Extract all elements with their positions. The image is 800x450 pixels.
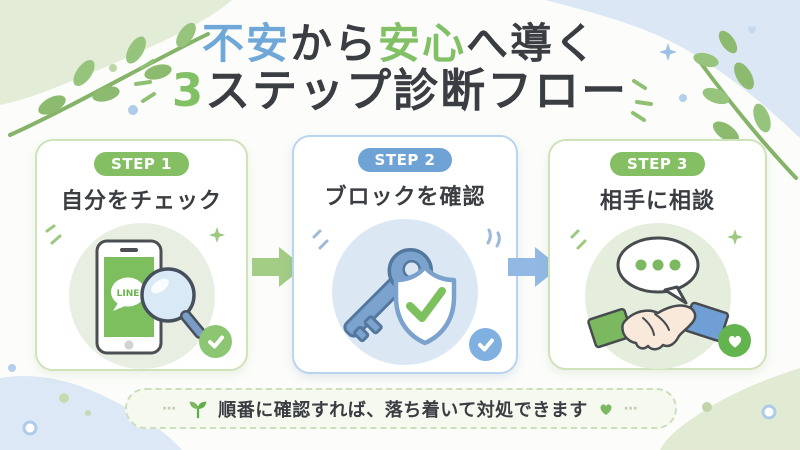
speech-bubble-icon <box>616 236 699 305</box>
smartphone-line-magnifier-icon: LINE <box>95 239 206 355</box>
title-line-2: 3ステップ診断フロー <box>0 64 800 118</box>
step-card-3: STEP 3 相手に相談 <box>548 139 767 370</box>
sprout-icon <box>190 401 207 418</box>
step3-badge: STEP 3 <box>610 152 705 176</box>
step1-badge: STEP 1 <box>94 152 189 176</box>
step2-title: ブロックを確認 <box>324 185 486 210</box>
title-word-anshin: 安心 <box>378 19 467 68</box>
title-word-fuan: 不安 <box>201 19 290 68</box>
title-number-3: 3 <box>171 64 206 118</box>
check-badge-icon <box>469 328 502 361</box>
step2-illustration-circle <box>332 219 478 365</box>
dot-decoration <box>702 402 712 412</box>
heart-badge-icon <box>718 324 751 357</box>
page-title: 不安から安心へ導く 3ステップ診断フロー <box>0 20 800 116</box>
arrow-right-icon-green <box>252 247 304 287</box>
footer-message: 順番に確認すれば、落ち着いて対処できます <box>218 399 588 421</box>
side-dots-left: ⋯ <box>162 400 179 417</box>
side-dots-right: ⋯ <box>623 400 640 417</box>
step2-badge: STEP 2 <box>357 148 453 172</box>
handshake-icon <box>586 301 729 351</box>
title-word-flow: ステップ診断フロー <box>205 64 629 118</box>
step3-illustration-circle <box>584 223 731 369</box>
title-line-1: 不安から安心へ導く <box>0 20 800 67</box>
ring-dot-decoration <box>761 404 777 420</box>
dot-decoration <box>85 410 91 416</box>
dot-decoration <box>59 393 69 403</box>
blob-bottom-right <box>660 368 800 450</box>
heart-icon <box>600 403 612 415</box>
ring-dot-decoration <box>22 420 38 436</box>
check-badge-icon <box>199 325 232 358</box>
title-word-kara: から <box>289 19 378 68</box>
line-app-label: LINE <box>116 289 139 299</box>
key-shield-check-icon <box>343 247 457 346</box>
step-card-2: STEP 2 ブロックを確認 <box>292 135 518 374</box>
footer-message-banner: ⋯ 順番に確認すれば、落ち着いて対処できます ⋯ <box>125 388 677 429</box>
shield-icon <box>393 264 457 346</box>
magnifier-icon <box>139 267 196 323</box>
step3-title: 相手に相談 <box>599 189 715 214</box>
step-card-1: STEP 1 自分をチェック LINE <box>35 139 248 371</box>
arrow-right-icon-blue <box>508 247 560 287</box>
title-word-michibiku: へ導く <box>466 19 599 68</box>
dot-decoration <box>8 364 16 372</box>
speech-bubble-handshake-icon <box>586 236 729 351</box>
step1-title: 自分をチェック <box>60 189 222 214</box>
step1-illustration-circle: LINE <box>68 223 215 369</box>
